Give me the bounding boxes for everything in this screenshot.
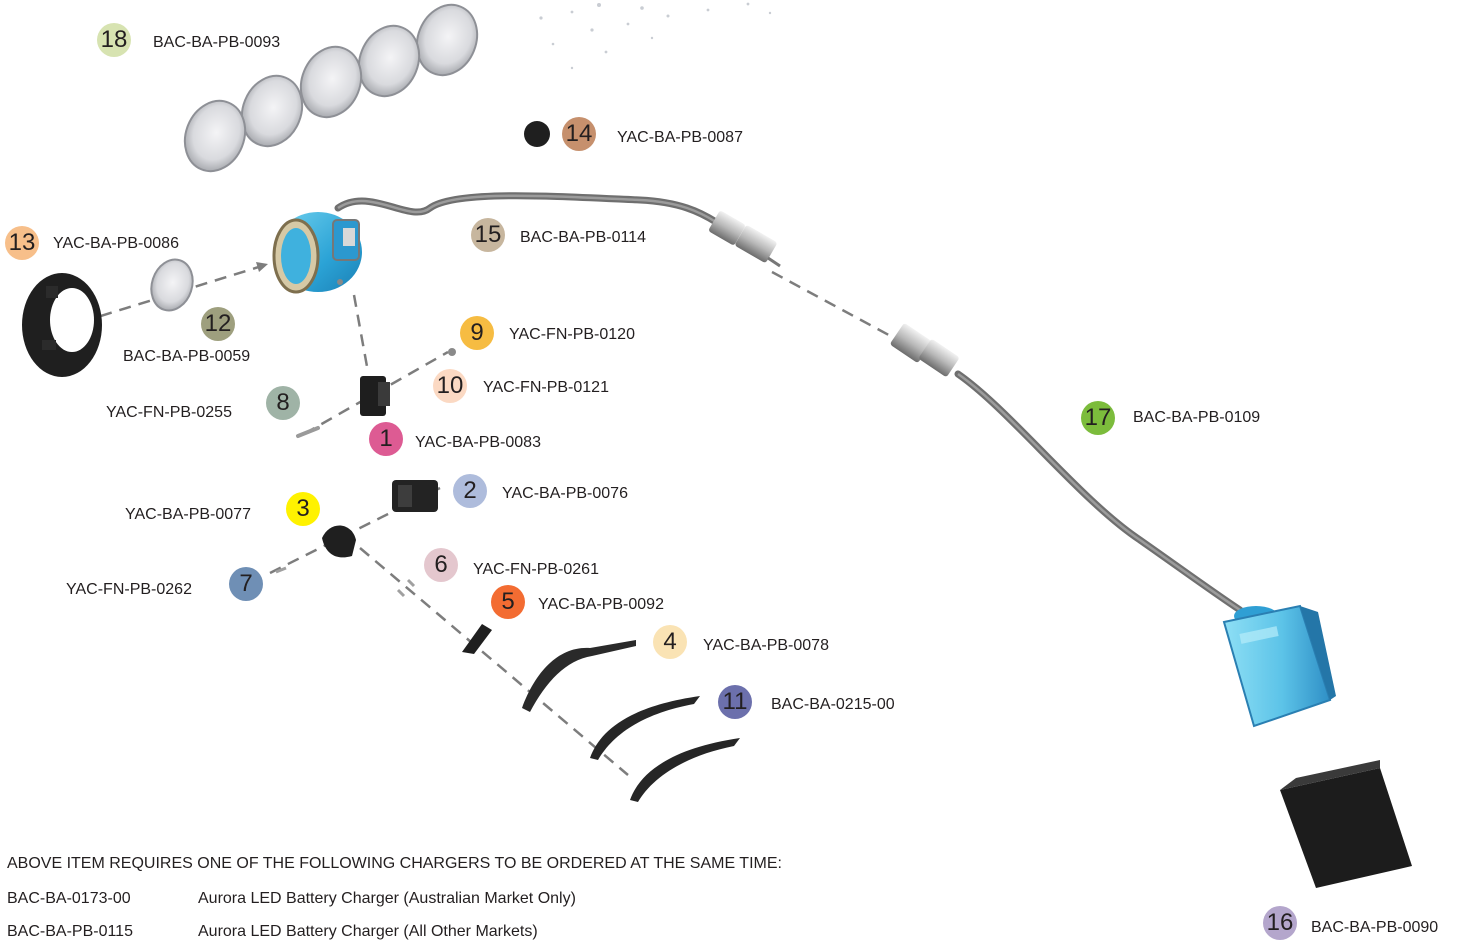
knob-part (524, 121, 550, 147)
bracket-part (392, 480, 438, 512)
charger-row: BAC-BA-PB-0115 Aurora LED Battery Charger… (7, 922, 538, 942)
callout-badge-10: 10 (433, 369, 467, 403)
part-code-12: BAC-BA-PB-0059 (123, 348, 251, 365)
callout-badge-13: 13 (5, 226, 39, 260)
part-code-9: YAC-FN-PB-0120 (509, 326, 635, 343)
part-code-6: YAC-FN-PB-0261 (473, 561, 599, 578)
small-screw-7 (275, 566, 287, 574)
part-code-11: BAC-BA-0215-00 (771, 696, 895, 713)
lens-stack (183, 3, 479, 173)
pivot-part (322, 525, 356, 558)
part-code-2: YAC-BA-PB-0076 (502, 485, 628, 502)
battery-cover (1280, 760, 1412, 888)
charger-code: BAC-BA-PB-0115 (7, 923, 133, 940)
callout-badge-4: 4 (653, 625, 687, 659)
callout-badge-17: 17 (1081, 401, 1115, 435)
callout-badge-3: 3 (286, 492, 320, 526)
callout-badge-5: 5 (491, 585, 525, 619)
arrowhead (256, 262, 268, 272)
part-code-4: YAC-BA-PB-0078 (703, 637, 829, 654)
part-code-10: YAC-FN-PB-0121 (483, 379, 609, 396)
headband-clip-lower (630, 738, 740, 802)
strap-hook (462, 624, 492, 654)
callout-badge-15: 15 (471, 218, 505, 252)
callout-badge-6: 6 (424, 548, 458, 582)
lamp-cable (334, 192, 720, 226)
charger-notice: ABOVE ITEM REQUIRES ONE OF THE FOLLOWING… (7, 855, 782, 872)
charger-description: Aurora LED Battery Charger (Australian M… (198, 890, 576, 907)
background-speckles (539, 2, 772, 70)
callout-badge-7: 7 (229, 567, 263, 601)
screw-part (296, 426, 320, 438)
nut-part (448, 348, 456, 356)
small-screw-6 (406, 578, 416, 588)
callout-badge-11: 11 (718, 685, 752, 719)
headband-clip-upper (590, 696, 700, 760)
part-code-1: YAC-BA-PB-0083 (415, 434, 541, 451)
charger-row: BAC-BA-0173-00 Aurora LED Battery Charger… (7, 889, 576, 909)
part-code-14: YAC-BA-PB-0087 (617, 129, 743, 146)
part-code-8: YAC-FN-PB-0255 (106, 404, 232, 421)
front-lens (150, 258, 194, 312)
charger-description: Aurora LED Battery Charger (All Other Ma… (198, 923, 538, 940)
strap-plate (522, 640, 636, 712)
lamp-head (272, 212, 362, 294)
callout-badge-2: 2 (453, 474, 487, 508)
part-code-13: YAC-BA-PB-0086 (53, 235, 179, 252)
part-code-7: YAC-FN-PB-0262 (66, 581, 192, 598)
part-code-17: BAC-BA-PB-0109 (1133, 409, 1261, 426)
callout-badge-9: 9 (460, 316, 494, 350)
cable-connector-male (709, 211, 781, 268)
callout-badge-12: 12 (201, 307, 235, 341)
part-code-5: YAC-BA-PB-0092 (538, 596, 664, 613)
charger-code: BAC-BA-0173-00 (7, 890, 131, 907)
callout-badge-16: 16 (1263, 906, 1297, 940)
part-code-3: YAC-BA-PB-0077 (125, 506, 251, 523)
callout-badge-1: 1 (369, 422, 403, 456)
mount-clip (360, 376, 390, 416)
part-code-18: BAC-BA-PB-0093 (153, 34, 281, 51)
battery-connector-female (890, 323, 959, 377)
callout-badge-14: 14 (562, 117, 596, 151)
battery-pack (1222, 604, 1336, 728)
part-code-15: BAC-BA-PB-0114 (520, 229, 646, 246)
callout-badge-8: 8 (266, 386, 300, 420)
callout-badge-18: 18 (97, 23, 131, 57)
bezel-ring (22, 273, 102, 377)
part-code-16: BAC-BA-PB-0090 (1311, 919, 1439, 936)
